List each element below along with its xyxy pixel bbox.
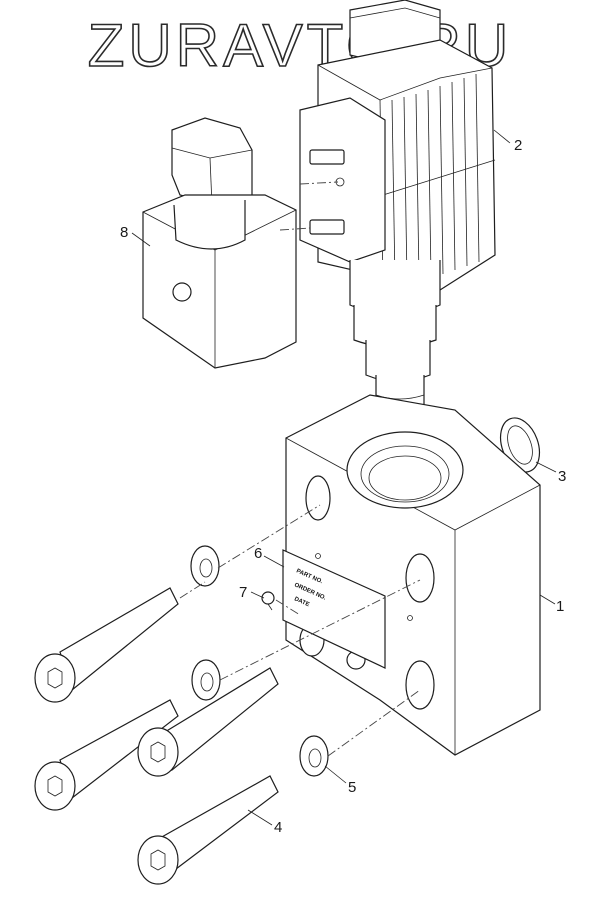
washer-parts [190,545,329,777]
callout-7: 7 [239,584,247,601]
callout-8: 8 [120,224,128,241]
valve-body-part: PART NO. ORDER NO. DATE [282,394,541,756]
callout-3: 3 [558,468,566,485]
callout-5: 5 [348,779,356,796]
assembly-centerlines [179,181,421,757]
connector-plug-part [142,117,297,369]
callout-1: 1 [556,598,564,615]
callout-4: 4 [274,819,282,836]
rivet-part [261,591,275,611]
leader-lines [131,129,557,826]
callout-6: 6 [254,545,262,562]
bolt-parts [34,587,279,885]
callout-2: 2 [514,137,522,154]
solenoid-coil-part [299,0,496,425]
nameplate-line-3: DATE [293,596,310,608]
